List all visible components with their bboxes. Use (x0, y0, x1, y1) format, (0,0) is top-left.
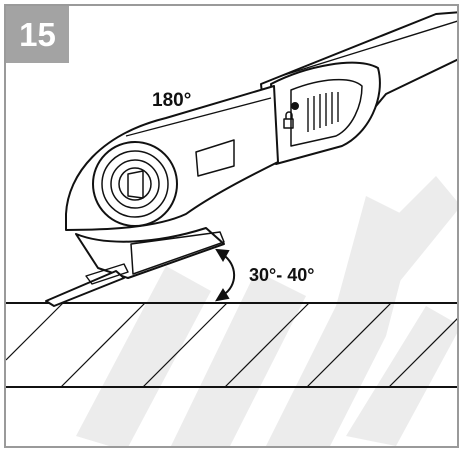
multi-tool (45, 11, 457, 307)
blade (45, 270, 125, 307)
angle-label: 30°- 40° (249, 265, 315, 285)
ground-surface (6, 302, 457, 388)
lock-icon (283, 111, 294, 129)
watermark (76, 176, 457, 446)
switch-indicator (291, 102, 299, 110)
diagram-frame: 15 180° 30°- 40° (4, 4, 459, 448)
diagram-drawing (6, 11, 457, 446)
tool-head (75, 227, 225, 279)
rotation-label: 180° (152, 90, 192, 111)
figure-number-badge: 15 (6, 6, 69, 63)
hatching (6, 302, 457, 388)
rotation-dial (92, 141, 178, 227)
switch-grip (307, 92, 339, 132)
curved-double-arrow-icon (215, 248, 236, 302)
